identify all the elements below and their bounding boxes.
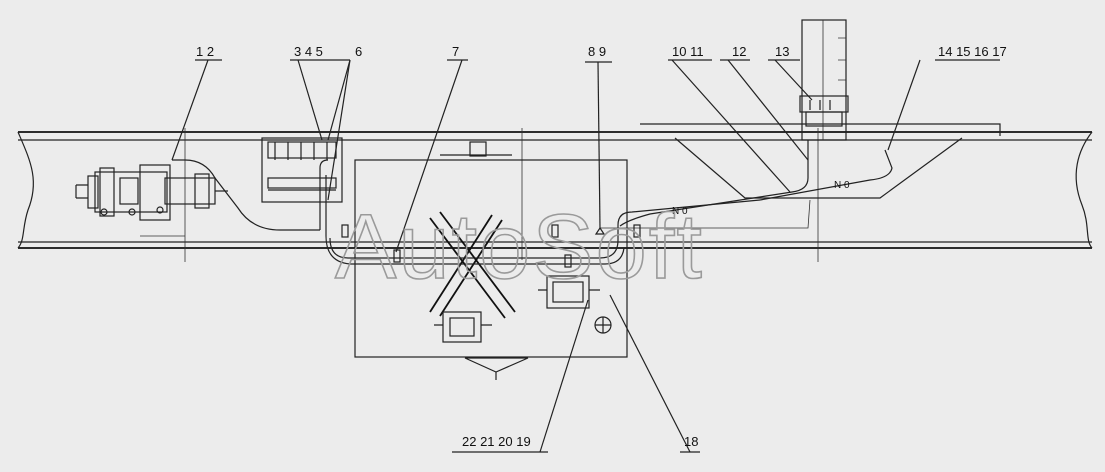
- callout-12: 12: [732, 44, 746, 59]
- pipe-tag-2: N 0: [834, 180, 850, 191]
- callout-10-11: 10 11: [672, 44, 704, 59]
- callout-labels: 1 2 3 4 5 6 7 8 9 10 11 12 13 14 15 16 1…: [196, 44, 1007, 449]
- upright-post: [799, 19, 849, 141]
- valve-bracket: [261, 137, 343, 203]
- callout-8-9: 8 9: [588, 44, 606, 59]
- reservoir-tank: [354, 141, 628, 380]
- callout-7: 7: [452, 44, 459, 59]
- pipe-tag-1: N 0: [672, 206, 688, 217]
- callout-13: 13: [775, 44, 789, 59]
- callout-14-17: 14 15 16 17: [938, 44, 1007, 59]
- callout-18: 18: [684, 434, 698, 449]
- callout-22-19: 22 21 20 19: [462, 434, 531, 449]
- frame-rail: [17, 128, 1093, 262]
- air-dryer-assembly: [75, 159, 320, 237]
- callout-1-2: 1 2: [196, 44, 214, 59]
- callout-6: 6: [355, 44, 362, 59]
- callout-3-4-5: 3 4 5: [294, 44, 323, 59]
- watermark: AutoSoft: [335, 196, 704, 298]
- pipe-runs: [319, 140, 893, 268]
- support-plate: [640, 123, 1001, 199]
- leader-lines: [171, 59, 1000, 453]
